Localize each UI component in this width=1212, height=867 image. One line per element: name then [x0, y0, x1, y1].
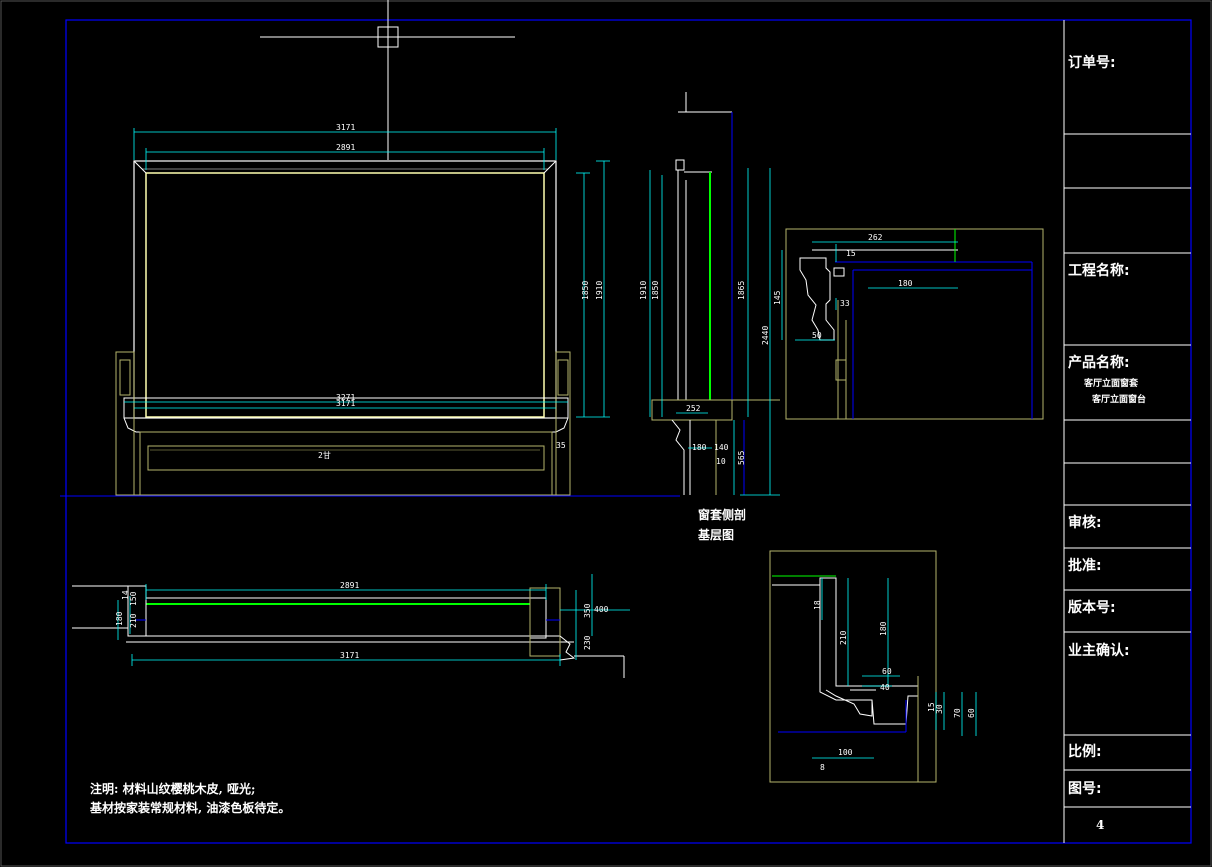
title-drawing-no: 图号:: [1068, 781, 1102, 797]
dim-detail2-f: 15: [927, 702, 936, 712]
dim-plan-l3: 150: [129, 591, 138, 606]
dim-front-height-inner: 1850: [581, 281, 590, 300]
title-sheet-number: 4: [1096, 818, 1105, 832]
dim-side-h1: 1910: [639, 281, 648, 300]
title-scale: 比例:: [1068, 744, 1102, 760]
dim-plan-l2: 210: [129, 613, 138, 628]
dim-side-d3: 140: [714, 443, 729, 452]
title-owner-confirm: 业主确认:: [1068, 643, 1130, 659]
detail-sill-dimensions: [812, 578, 977, 759]
dim-front-sill-inner: 3171: [336, 399, 355, 408]
side-dimensions: [649, 168, 780, 496]
cursor-crosshair-icon: [260, 0, 515, 160]
title-project-name: 工程名称:: [1068, 263, 1130, 279]
dim-side-base: 565: [737, 450, 746, 465]
detail-sill: [769, 550, 937, 783]
title-product-name: 产品名称:: [1068, 355, 1130, 371]
front-dimensions: [124, 128, 610, 418]
dim-detail1-b: 33: [840, 299, 850, 308]
plan-section: [72, 585, 625, 678]
dim-side-h2: 1850: [651, 281, 660, 300]
dim-detail2-c: 180: [879, 621, 888, 636]
dim-plan-d1: 350: [583, 603, 592, 618]
dim-detail1-c: 50: [812, 331, 822, 340]
dim-detail2-b: 210: [839, 630, 848, 645]
plan-dimensions: [117, 574, 630, 666]
dim-front-apron: 2甘: [318, 450, 331, 460]
dim-detail2-i: 60: [967, 708, 976, 718]
dim-detail2-s: 8: [820, 763, 825, 772]
title-approve: 批准:: [1068, 558, 1102, 574]
dim-side-total: 2440: [761, 326, 770, 345]
dim-detail2-g: 30: [935, 704, 944, 714]
dim-front-sill-outer: 3271: [336, 393, 355, 402]
title-review: 审核:: [1068, 515, 1102, 531]
section-caption-line1: 窗套侧剖: [698, 508, 747, 522]
dim-front-side: 35: [556, 441, 566, 450]
note-line1: 注明: 材料山纹樱桃木皮, 哑光;: [90, 782, 256, 796]
dim-plan-d3: 230: [583, 635, 592, 650]
dim-detail2-w: 100: [838, 748, 853, 757]
dim-plan-inner: 2891: [340, 581, 359, 590]
title-block-rows: [1064, 133, 1191, 808]
dim-detail1-mid: 180: [898, 279, 913, 288]
detail-cornice: [785, 228, 1044, 420]
section-caption-line2: 基层图: [698, 528, 735, 542]
title-order-no: 订单号:: [1068, 55, 1116, 71]
dim-detail1-h: 145: [773, 290, 782, 305]
detail-cornice-dimensions: [781, 241, 958, 341]
dim-plan-l4: 14: [121, 590, 130, 600]
dim-plan-l1: 180: [115, 611, 124, 626]
dim-side-d1: 252: [686, 404, 701, 413]
dim-side-h3: 1865: [737, 281, 746, 300]
dim-detail2-e: 40: [880, 683, 890, 692]
title-product-line1: 客厅立面窗套: [1084, 379, 1139, 389]
drawing-frame: [65, 19, 1192, 844]
side-section: [651, 92, 780, 495]
dim-front-top-inner: 2891: [336, 143, 355, 152]
dim-front-height-outer: 1910: [595, 281, 604, 300]
dim-side-d4: 10: [716, 457, 726, 466]
title-product-line2: 客厅立面窗台: [1092, 395, 1147, 405]
dim-detail1-top: 262: [868, 233, 883, 242]
dim-front-top-outer: 3171: [336, 123, 355, 132]
dim-detail2-h: 70: [953, 708, 962, 718]
dim-detail2-a: 18: [813, 600, 822, 610]
title-version: 版本号:: [1068, 600, 1116, 616]
dim-detail2-d: 60: [882, 667, 892, 676]
note-line2: 基材按家装常规材料, 油漆色板待定。: [90, 801, 291, 815]
dim-detail1-a: 15: [846, 249, 856, 258]
dim-plan-d2: 400: [594, 605, 609, 614]
dim-plan-outer: 3171: [340, 651, 359, 660]
dim-side-d2: 180: [692, 443, 707, 452]
front-elevation: [115, 160, 571, 496]
